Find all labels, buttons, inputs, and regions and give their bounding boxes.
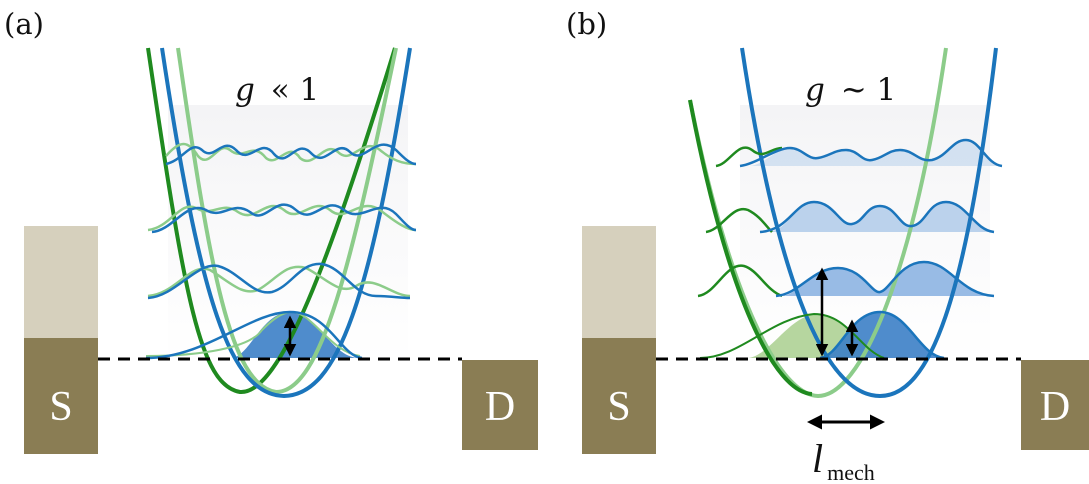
coupling-relation: ~ 1 — [841, 72, 897, 108]
panel-a: (a) g « 1 S D — [4, 7, 538, 454]
source-lead-filled — [582, 338, 656, 454]
source-lead-empty — [24, 226, 98, 338]
coupling-symbol: g — [235, 72, 255, 108]
panel-a-label: (a) — [4, 7, 44, 41]
coupling-symbol: g — [805, 72, 825, 108]
wave-level-2-green — [697, 264, 783, 298]
source-lead-filled — [24, 338, 98, 454]
wave-level-4-blue — [739, 138, 1003, 168]
drain-lead — [462, 360, 538, 450]
blue-potential-well — [160, 47, 412, 399]
wave-level-3-green — [705, 207, 773, 234]
wave-level-1-blue — [819, 310, 945, 360]
wave-level-4-green — [715, 146, 783, 168]
wave-level-3-blue — [151, 203, 417, 234]
green-potential-well — [146, 47, 397, 395]
blue-potential-well — [740, 47, 998, 399]
wavefunctions — [145, 142, 417, 360]
source-lead-empty — [582, 226, 656, 338]
wave-level-1-green — [145, 310, 361, 357]
green-potential-well — [688, 99, 813, 396]
wave-level-4-blue — [165, 143, 417, 166]
panel-b-title: g ~ 1 — [805, 72, 896, 108]
coupling-relation: « 1 — [271, 72, 320, 108]
level-2-fill — [782, 262, 994, 296]
wave-level-1-green — [699, 312, 885, 359]
panel-a-title: g « 1 — [235, 72, 319, 108]
level-3-fill — [768, 202, 994, 232]
displacement-subscript: mech — [827, 460, 875, 484]
source-label: S — [607, 384, 630, 430]
displacement-label: l mech — [812, 436, 875, 484]
level-4-fill — [750, 140, 1002, 166]
wave-level-1-blue — [145, 310, 363, 360]
wave-level-4-green — [165, 142, 417, 166]
light-green-potential-well — [176, 47, 398, 395]
drain-label: D — [1040, 384, 1070, 430]
wave-level-2-blue — [147, 262, 411, 300]
panel-b-label: (b) — [566, 7, 607, 41]
drain-lead — [1021, 360, 1089, 450]
source-label: S — [49, 384, 72, 430]
wave-level-3-blue — [759, 200, 995, 234]
panel-b: (b) g ~ 1 S D — [566, 7, 1089, 484]
drain-label: D — [485, 384, 515, 430]
displacement-symbol: l — [812, 436, 823, 481]
